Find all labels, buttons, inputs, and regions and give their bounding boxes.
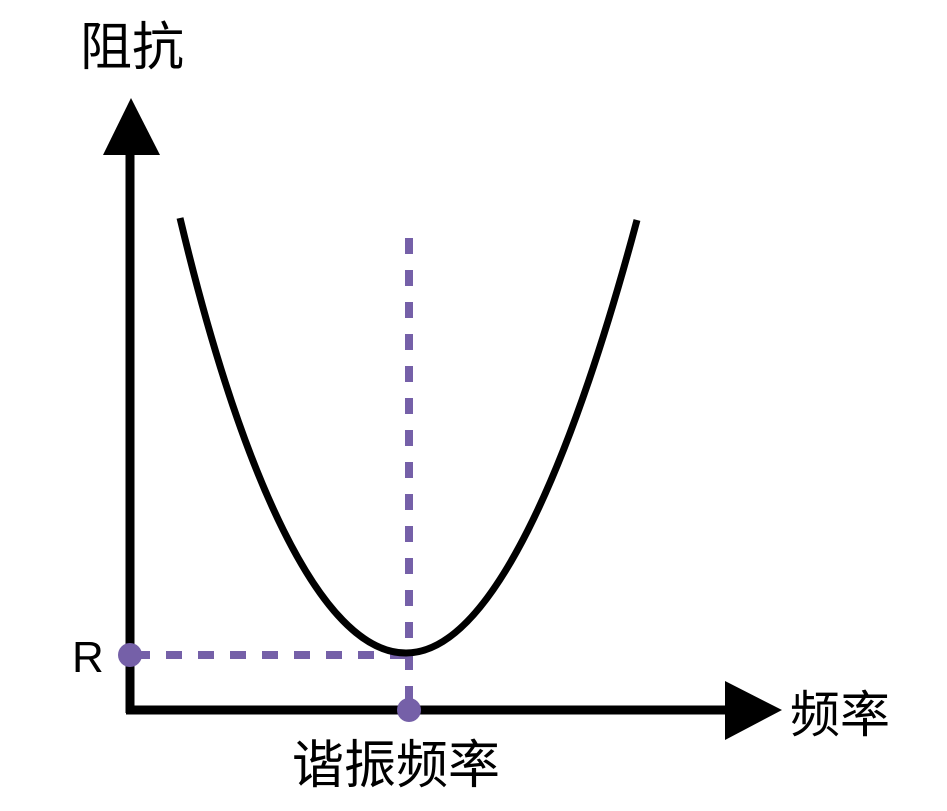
r-marker-dot — [118, 643, 142, 667]
y-axis-label: 阻抗 — [80, 18, 185, 78]
x-axis-label: 频率 — [790, 686, 890, 744]
y-axis-arrow-icon — [103, 98, 160, 155]
resonance-frequency-label: 谐振频率 — [292, 736, 501, 796]
r-label: R — [72, 633, 104, 682]
resonance-marker-dot — [397, 698, 421, 722]
x-axis-arrow-icon — [725, 681, 782, 740]
impedance-curve — [176, 217, 641, 657]
